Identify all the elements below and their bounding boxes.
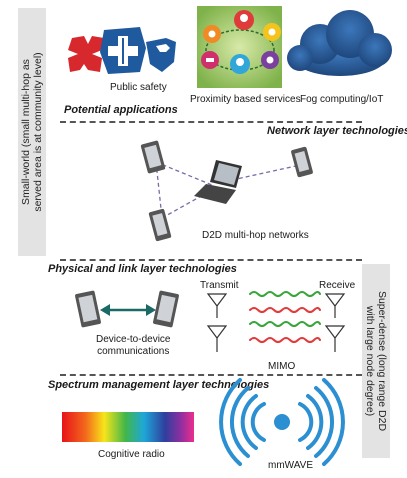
label-d2d-communications: Device-to-device communications — [96, 334, 171, 357]
mimo-signal-waves — [249, 291, 321, 343]
section-title-applications: Potential applications — [64, 104, 178, 116]
d2d-link-arrow — [100, 304, 156, 316]
label-proximity-services: Proximity based services — [190, 94, 301, 105]
label-mimo: MIMO — [268, 361, 296, 372]
separator-applications — [60, 121, 362, 123]
public-safety-icon — [68, 27, 176, 74]
mimo-antennas — [206, 293, 346, 352]
phone-icon-1 — [140, 140, 166, 174]
mmwave-icon — [219, 378, 345, 466]
side-panel-super-dense: Super-dense (long range D2D with large n… — [362, 264, 390, 458]
d2d-phone-right — [153, 290, 179, 328]
label-transmit: Transmit — [200, 280, 239, 291]
proximity-services-icon — [197, 6, 282, 88]
label-fog-computing: Fog computing/IoT — [300, 94, 384, 105]
section-title-spectrum: Spectrum management layer technologies — [48, 379, 270, 391]
phone-icon-2 — [291, 146, 313, 178]
side-panel-small-world: Small-world (small multi-hop as served a… — [18, 8, 46, 256]
label-d2d-multihop: D2D multi-hop networks — [202, 230, 309, 241]
label-receive: Receive — [319, 280, 356, 291]
label-cognitive-radio: Cognitive radio — [98, 449, 165, 460]
section-title-physical: Physical and link layer technologies — [48, 263, 237, 275]
label-public-safety: Public safety — [110, 82, 167, 93]
d2d-phone-left — [75, 290, 101, 328]
phone-icon-3 — [148, 208, 172, 242]
label-mmwave: mmWAVE — [268, 460, 313, 471]
separator-network — [60, 259, 362, 261]
separator-physical — [60, 374, 362, 376]
section-title-network: Network layer technologies — [267, 125, 407, 137]
fog-cloud-icon — [287, 10, 392, 76]
cognitive-spectrum-bar — [62, 412, 194, 442]
laptop-icon — [194, 160, 242, 204]
